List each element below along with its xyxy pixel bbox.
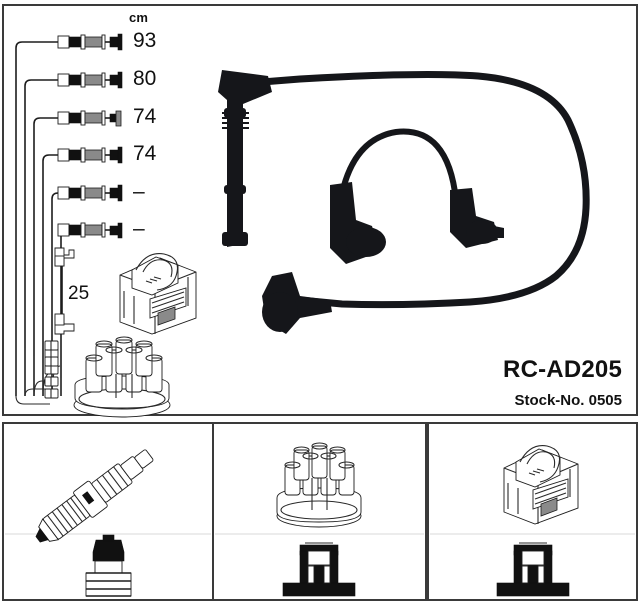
cable-length-1: 93 bbox=[133, 29, 157, 52]
cell-divider bbox=[215, 533, 424, 535]
part-number: RC-AD205 bbox=[503, 356, 622, 383]
cable-length-4: 74 bbox=[133, 142, 157, 165]
legend-cell-ignition-coil bbox=[427, 422, 638, 601]
short-lead-length: 25 bbox=[68, 283, 90, 304]
cable-length-6: – bbox=[133, 217, 145, 240]
cable-length-3: 74 bbox=[133, 105, 157, 128]
unit-header-label: cm bbox=[129, 10, 149, 25]
legend-cell-distributor-cap bbox=[212, 422, 427, 601]
cell-divider bbox=[430, 533, 635, 535]
cable-length-2: 80 bbox=[133, 67, 157, 90]
main-diagram-frame bbox=[2, 4, 638, 416]
cable-length-5: – bbox=[133, 180, 145, 203]
legend-cell-spark-plug bbox=[2, 422, 214, 601]
cell-divider bbox=[5, 533, 211, 535]
stock-number: Stock-No. 0505 bbox=[514, 392, 622, 409]
